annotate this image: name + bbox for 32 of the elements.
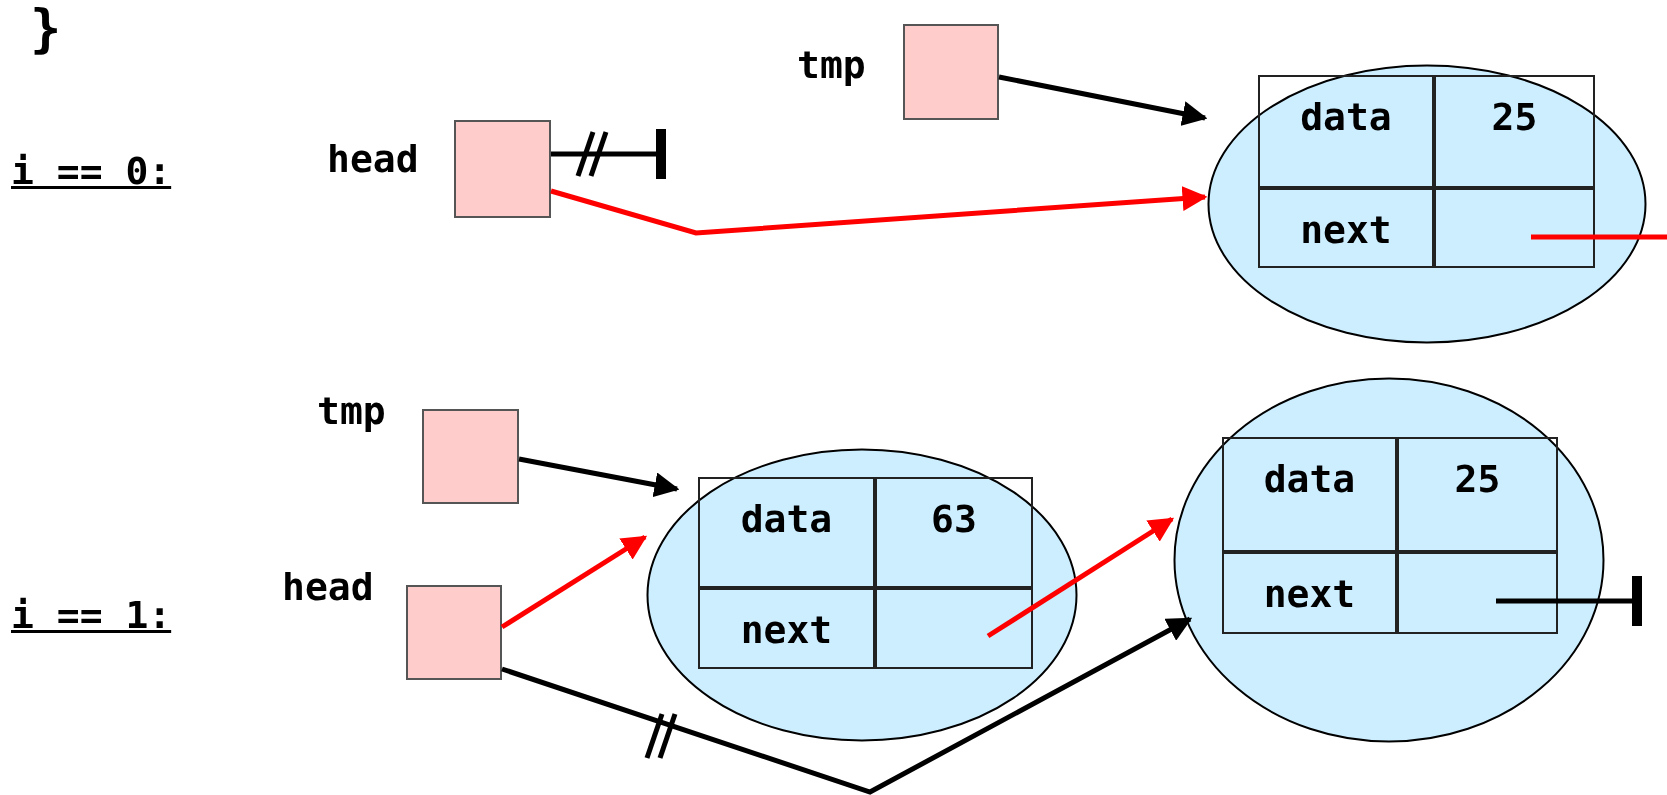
pointer-box bbox=[903, 24, 999, 120]
pointer-arrow bbox=[518, 456, 680, 498]
pointer-arrow bbox=[986, 516, 1175, 639]
code-brace: } bbox=[30, 2, 62, 54]
condition-label: i == 0: bbox=[11, 152, 172, 190]
field-cell: 63 bbox=[875, 477, 1033, 588]
field-cell: 25 bbox=[1397, 437, 1558, 552]
pointer-field bbox=[1397, 552, 1558, 634]
pointer-arrow bbox=[550, 186, 1208, 236]
pointer-arrow bbox=[500, 534, 648, 630]
variable-name: tmp bbox=[797, 46, 866, 84]
field-cell: 25 bbox=[1434, 75, 1595, 188]
pointer-field bbox=[1434, 188, 1595, 268]
field-cell: data bbox=[698, 477, 875, 588]
pointer-field bbox=[875, 588, 1033, 669]
pointer-box bbox=[406, 585, 502, 680]
list-node-ellipse bbox=[1173, 377, 1605, 743]
list-node-ellipse bbox=[1207, 64, 1647, 344]
list-node-ellipse bbox=[646, 448, 1078, 742]
field-cell: next bbox=[1258, 188, 1434, 268]
variable-name: head bbox=[327, 140, 419, 178]
field-cell: data bbox=[1222, 437, 1397, 552]
variable-name: tmp bbox=[317, 392, 386, 430]
field-cell: next bbox=[1222, 552, 1397, 634]
field-cell: data bbox=[1258, 75, 1434, 188]
pointer-box bbox=[422, 409, 519, 504]
pointer-arrow bbox=[501, 616, 1193, 795]
pointer-box bbox=[454, 120, 551, 218]
variable-name: head bbox=[282, 568, 374, 606]
pointer-arrow bbox=[998, 74, 1208, 126]
field-cell: next bbox=[698, 588, 875, 669]
condition-label: i == 1: bbox=[11, 596, 172, 634]
